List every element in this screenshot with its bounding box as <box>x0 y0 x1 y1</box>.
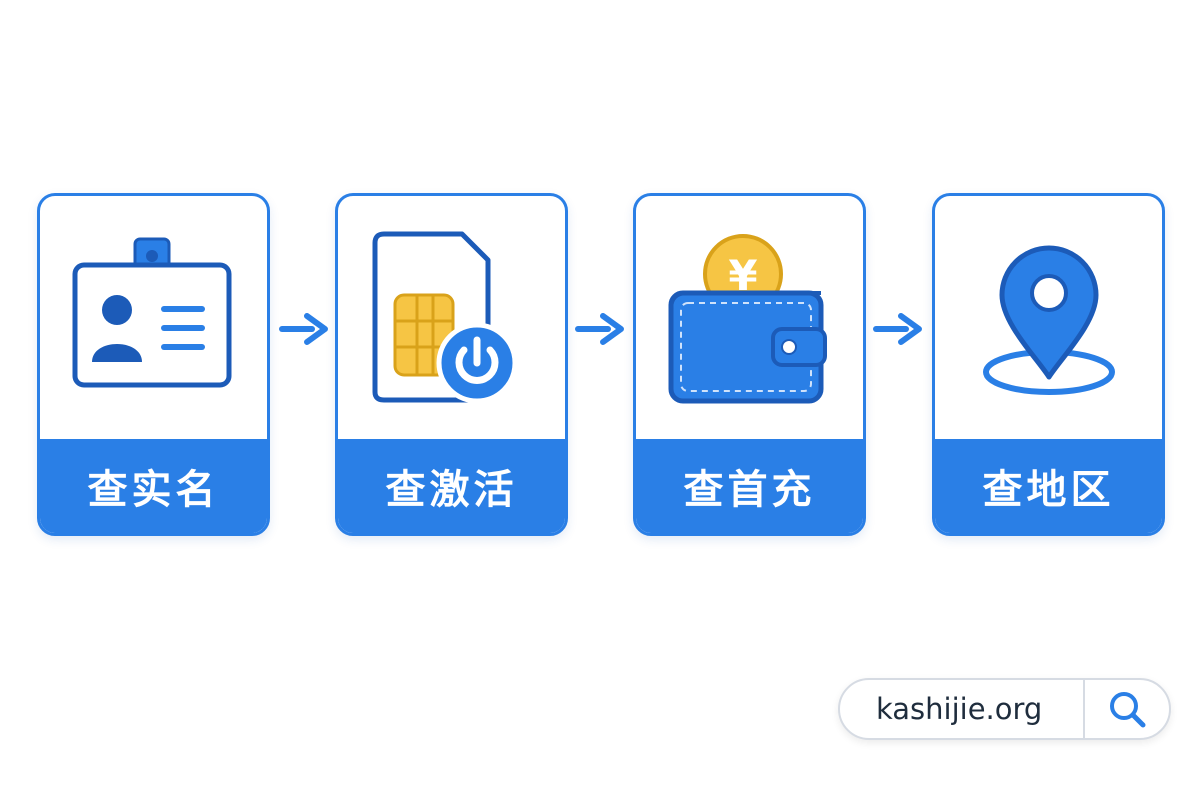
search-divider <box>1083 678 1085 740</box>
step-label-bar: 查激活 <box>338 439 565 533</box>
process-flow: 查实名 查激活 <box>37 193 1165 536</box>
step-label: 查首充 <box>683 467 816 513</box>
step-icon-area <box>338 196 565 442</box>
step-card-first-recharge[interactable]: ¥ 查首充 <box>633 193 866 536</box>
step-label: 查地区 <box>982 467 1115 513</box>
arrow-right-icon <box>279 313 328 345</box>
step-label-bar: 查首充 <box>636 439 863 533</box>
arrow-right-icon <box>575 313 624 345</box>
wallet-coin-icon: ¥ <box>668 234 827 404</box>
search-icon <box>1110 692 1146 728</box>
location-pin-icon <box>982 245 1115 395</box>
step-icon-area: ¥ <box>636 196 863 442</box>
step-icon-area <box>40 196 267 442</box>
step-label-bar: 查地区 <box>935 439 1162 533</box>
search-bar[interactable]: kashijie.org <box>838 678 1171 740</box>
id-card-icon <box>72 237 231 388</box>
search-input[interactable]: kashijie.org <box>876 692 1043 726</box>
step-card-region[interactable]: 查地区 <box>932 193 1165 536</box>
step-label: 查激活 <box>385 467 518 513</box>
arrow-right-icon <box>873 313 922 345</box>
step-icon-area <box>935 196 1162 442</box>
step-card-real-name[interactable]: 查实名 <box>37 193 270 536</box>
search-button[interactable] <box>1085 680 1169 738</box>
step-label-bar: 查实名 <box>40 439 267 533</box>
step-card-activation[interactable]: 查激活 <box>335 193 568 536</box>
step-label: 查实名 <box>87 467 220 513</box>
sim-card-power-icon <box>372 231 517 404</box>
